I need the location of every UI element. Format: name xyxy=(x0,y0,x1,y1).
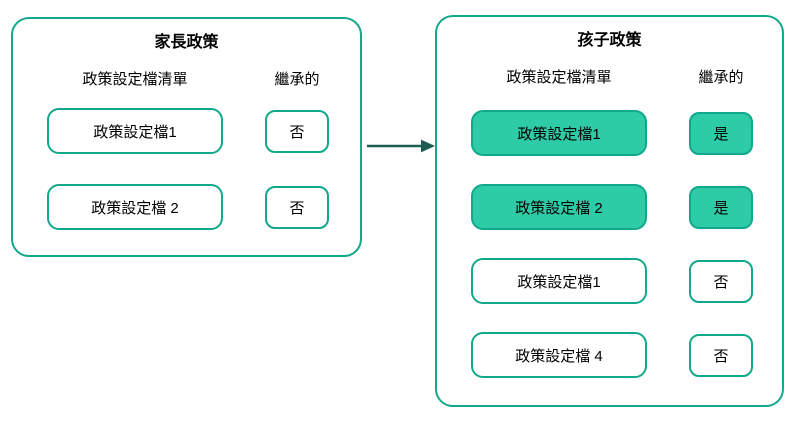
inherited-chip: 是 xyxy=(689,111,753,155)
profile-row: 政策設定檔1 否 xyxy=(13,108,360,154)
profile-chip: 政策設定檔1 xyxy=(471,110,647,156)
profile-row: 政策設定檔 2 是 xyxy=(437,184,782,230)
profile-row: 政策設定檔1 是 xyxy=(437,110,782,156)
inherited-header: 繼承的 xyxy=(698,69,744,86)
profile-row: 政策設定檔1 否 xyxy=(437,258,782,304)
profile-chip: 政策設定檔 2 xyxy=(47,184,223,230)
child-policy-box: 孩子政策 政策設定檔清單 繼承的 政策設定檔1 是 政策設定檔 2 是 政策設定… xyxy=(435,15,784,407)
profile-row: 政策設定檔 2 否 xyxy=(13,184,360,230)
profile-row: 政策設定檔 4 否 xyxy=(437,332,782,378)
profile-chip: 政策設定檔 4 xyxy=(471,332,647,378)
arrow-right-icon xyxy=(367,139,435,153)
inherited-chip: 是 xyxy=(689,185,753,229)
parent-policy-headers: 政策設定檔清單 繼承的 xyxy=(13,70,360,90)
parent-policy-box: 家長政策 政策設定檔清單 繼承的 政策設定檔1 否 政策設定檔 2 否 xyxy=(11,17,362,257)
inherited-chip: 否 xyxy=(265,109,329,153)
profile-chip: 政策設定檔 2 xyxy=(471,184,647,230)
inherited-chip: 否 xyxy=(689,333,753,377)
profile-list-header: 政策設定檔清單 xyxy=(82,71,188,88)
profile-list-header: 政策設定檔清單 xyxy=(506,69,612,86)
parent-policy-title: 家長政策 xyxy=(154,34,219,51)
inherited-header: 繼承的 xyxy=(274,71,320,88)
child-policy-headers: 政策設定檔清單 繼承的 xyxy=(437,68,782,88)
inherited-chip: 否 xyxy=(265,185,329,229)
child-policy-title: 孩子政策 xyxy=(577,32,642,49)
profile-chip: 政策設定檔1 xyxy=(471,258,647,304)
inherited-chip: 否 xyxy=(689,259,753,303)
profile-chip: 政策設定檔1 xyxy=(47,108,223,154)
